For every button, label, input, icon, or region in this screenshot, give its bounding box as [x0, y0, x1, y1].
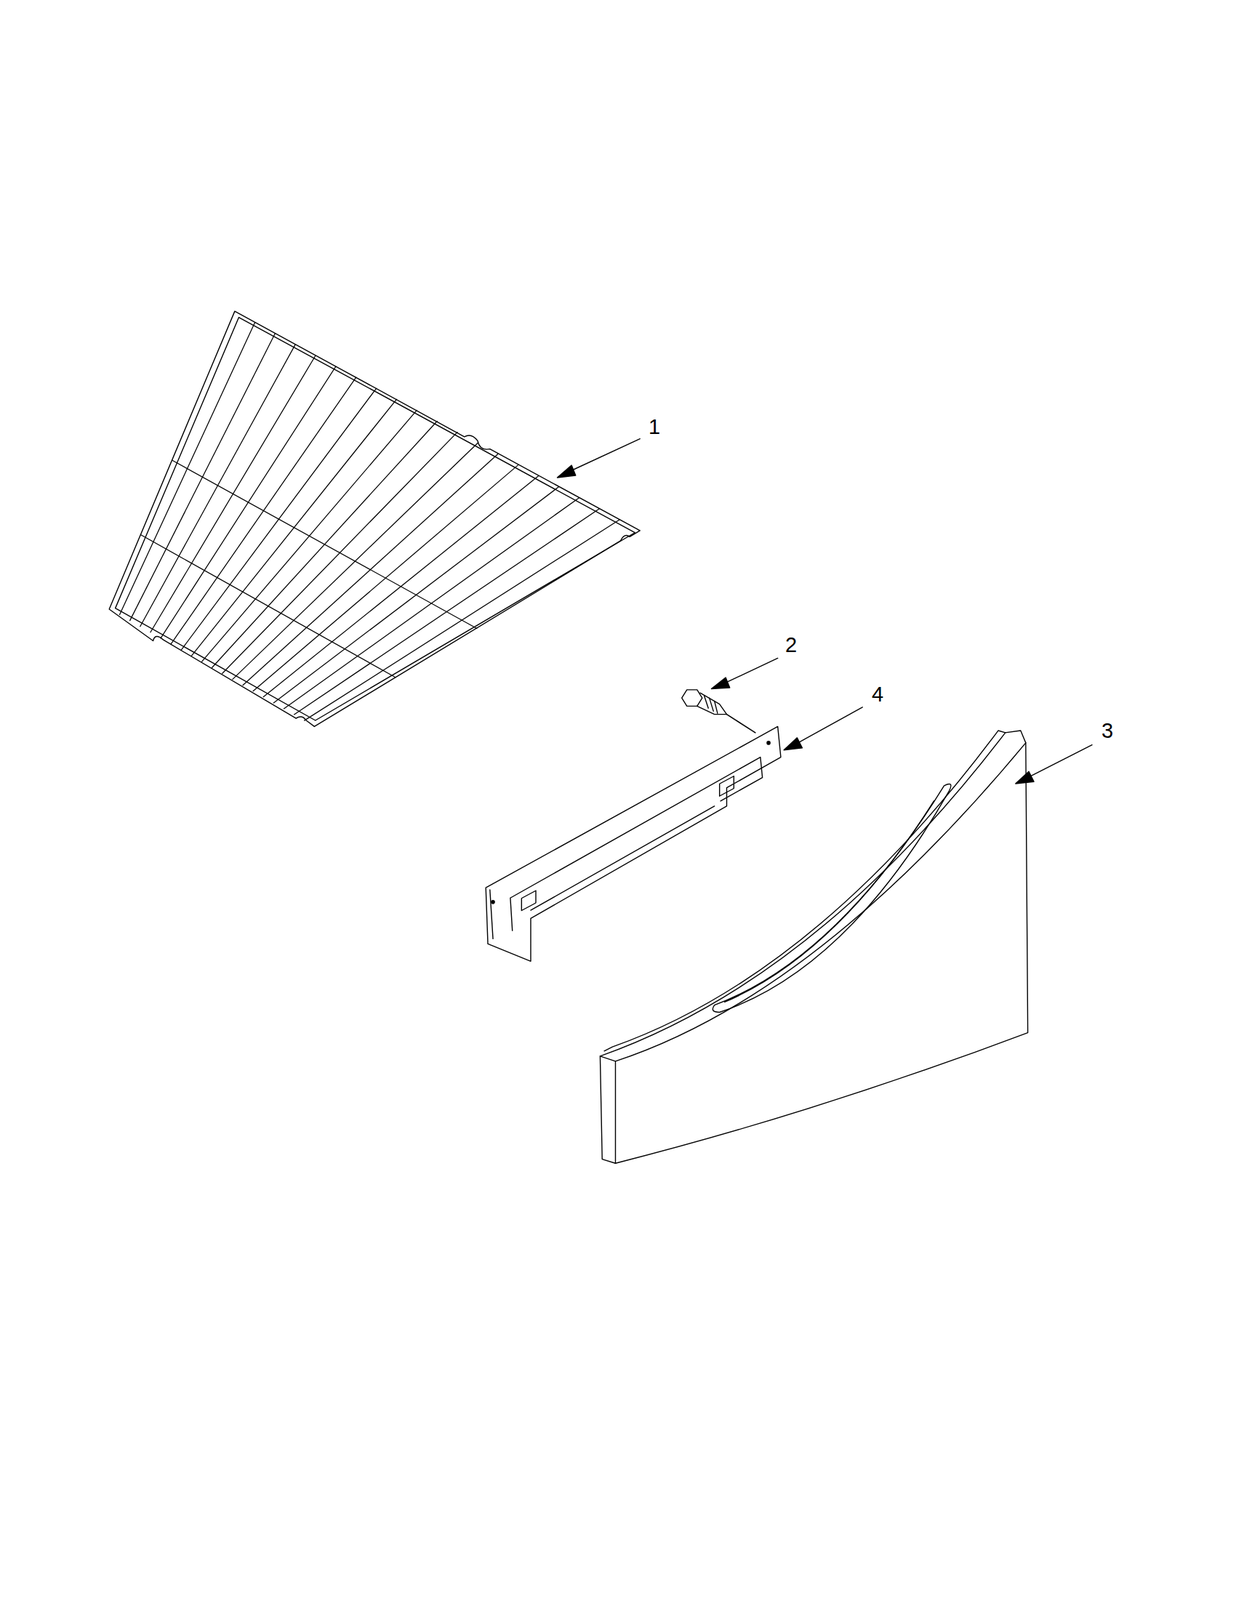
rack-frame [109, 311, 640, 727]
rack-inner-frame [115, 317, 636, 721]
callout-number: 3 [1100, 719, 1115, 743]
screw [681, 689, 756, 733]
leader-arrows [556, 439, 1093, 784]
callout-number: 1 [647, 415, 662, 439]
rack-wire [172, 460, 478, 629]
drawer-front-panel [599, 730, 1028, 1164]
callout-number: 2 [783, 633, 799, 657]
drawer-bracket [485, 726, 781, 962]
oven-rack [109, 311, 640, 727]
callout-number: 4 [870, 683, 885, 706]
rack-wire [140, 535, 396, 679]
